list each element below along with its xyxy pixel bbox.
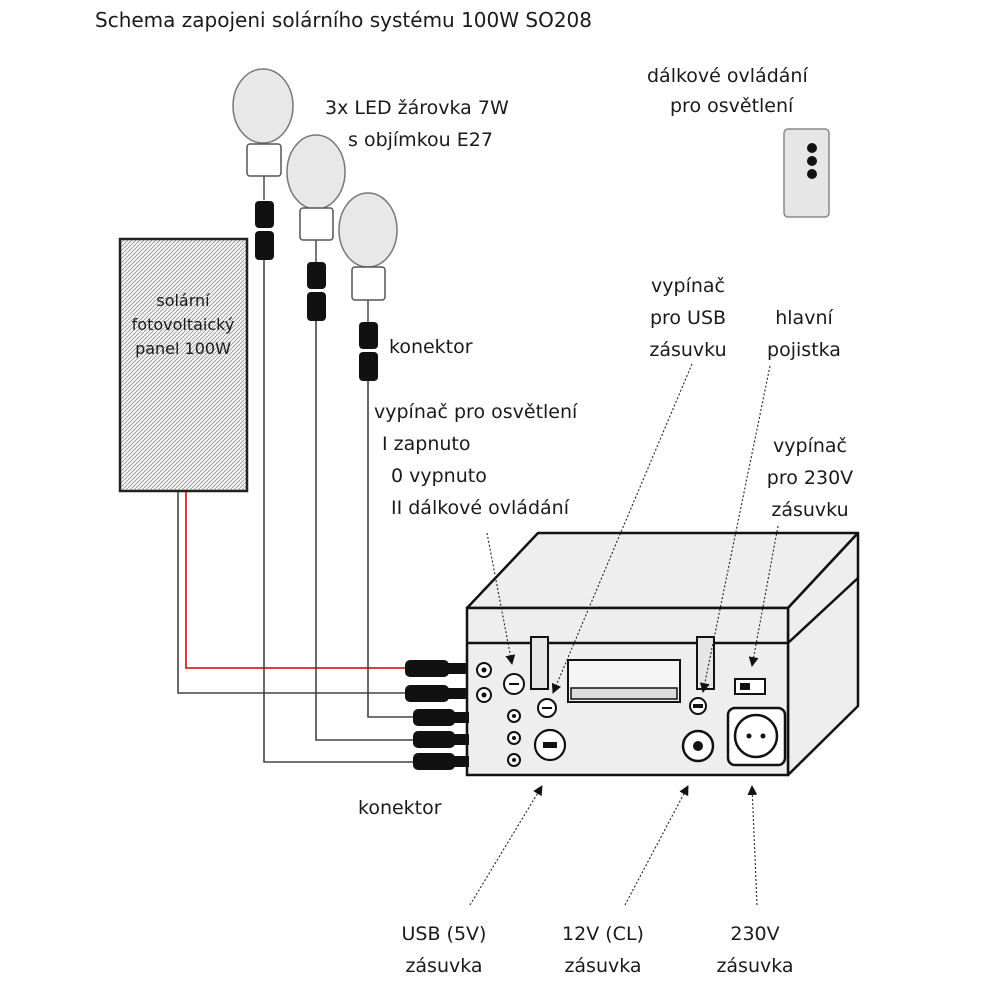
led-bulb-1 bbox=[232, 68, 294, 200]
ac-switch-label-line2: pro 230V bbox=[767, 467, 853, 489]
light-switch-label-line4: II dálkové ovládání bbox=[391, 497, 570, 519]
latch-left bbox=[530, 636, 549, 690]
arrow-main-fuse bbox=[699, 365, 771, 693]
usb-switch-label-line2: pro USB bbox=[650, 307, 726, 329]
ac-switch-label-line1: vypínač bbox=[773, 435, 847, 457]
panel-plug-1 bbox=[405, 660, 467, 677]
panel-label-line1: solární bbox=[156, 291, 210, 310]
light-plug-2 bbox=[413, 731, 469, 748]
bulb3-connector bbox=[359, 322, 378, 381]
main-fuse-label-line1: hlavní bbox=[775, 307, 833, 329]
usb-socket-label-line1: USB (5V) bbox=[402, 923, 487, 945]
bulbs-label-line2: s objímkou E27 bbox=[348, 129, 493, 151]
light-switch-label-line3: 0 vypnuto bbox=[391, 465, 487, 487]
led-bulb-2 bbox=[286, 134, 346, 262]
cl-socket-label-line1: 12V (CL) bbox=[562, 923, 644, 945]
ac-socket-label-line1: 230V bbox=[730, 923, 779, 945]
light-switch-label-line1: vypínač pro osvětlení bbox=[374, 401, 578, 423]
usb-switch-label-line3: zásuvku bbox=[649, 339, 726, 361]
solar-panel bbox=[118, 237, 249, 493]
panel-label-line2: fotovoltaický bbox=[132, 315, 235, 334]
light-plug-3 bbox=[413, 753, 469, 770]
panel-wire-red bbox=[185, 492, 410, 669]
usb-switch-label-line1: vypínač bbox=[651, 275, 725, 297]
arrow-usb-switch bbox=[551, 363, 693, 694]
cl-socket-label-line2: zásuvka bbox=[564, 955, 641, 977]
main-fuse-label-line2: pojistka bbox=[767, 339, 841, 361]
panel-wire-black bbox=[177, 492, 410, 694]
panel-plug-2 bbox=[405, 685, 467, 702]
panel-label-line3: panel 100W bbox=[135, 339, 231, 358]
led-bulb-3 bbox=[338, 192, 398, 322]
light-plug-1 bbox=[413, 709, 469, 726]
arrow-usb-socket bbox=[469, 785, 543, 906]
bulb2-wire bbox=[315, 320, 415, 741]
bulb3-wire bbox=[367, 380, 415, 718]
connector-label-bottom: konektor bbox=[358, 797, 442, 819]
bulb2-connector bbox=[307, 262, 326, 321]
remote-control-icon bbox=[783, 128, 830, 218]
remote-label-line1: dálkové ovládání bbox=[647, 65, 808, 87]
connector-label-top: konektor bbox=[389, 336, 473, 358]
arrow-ac-socket bbox=[747, 785, 758, 906]
diagram-title: Schema zapojeni solárního systému 100W S… bbox=[95, 8, 592, 32]
usb-socket-label-line2: zásuvka bbox=[405, 955, 482, 977]
light-switch-label-line2: I zapnuto bbox=[382, 433, 470, 455]
ac-switch-label-line3: zásuvku bbox=[771, 499, 848, 521]
ac-socket-label-line2: zásuvka bbox=[716, 955, 793, 977]
bulbs-label-line1: 3x LED žárovka 7W bbox=[325, 97, 509, 119]
bulb1-connector bbox=[255, 201, 274, 260]
power-station-box bbox=[465, 531, 860, 777]
remote-label-line2: pro osvětlení bbox=[670, 95, 794, 117]
arrow-cl-socket bbox=[624, 785, 689, 906]
bulb1-wire bbox=[263, 260, 415, 763]
